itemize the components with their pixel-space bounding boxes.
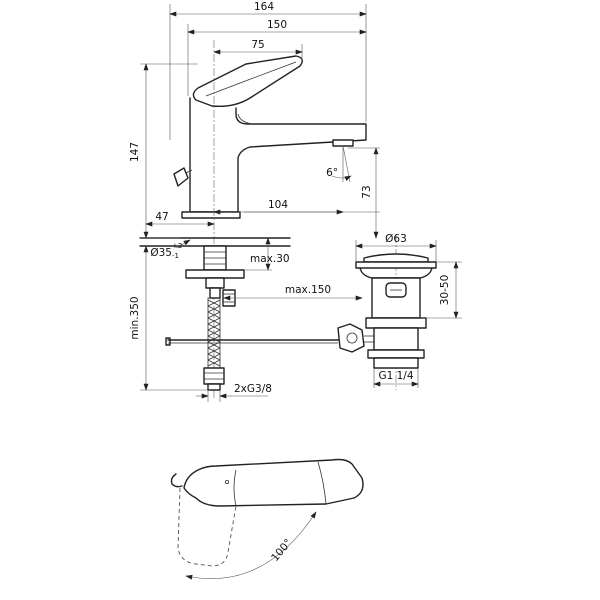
rod-knuckle	[337, 323, 365, 353]
aerator	[332, 139, 354, 147]
dim-label-104: 104	[268, 199, 288, 211]
fixing-nut	[205, 277, 225, 289]
dimensions: 164 150 75 147 6° 73 104 47 Ø35 +2	[129, 1, 462, 402]
lever-handle	[192, 55, 303, 108]
dim-label-164: 164	[254, 1, 274, 13]
dim-label-75: 75	[251, 39, 264, 51]
dim-label-hose-thread: 2xG3/8	[234, 383, 272, 395]
dim-label-30-50: 30-50	[439, 275, 451, 306]
tap-base	[181, 211, 241, 219]
dim-label-hole-dia: Ø35	[150, 247, 172, 259]
dim-label-min350: min.350	[129, 296, 141, 339]
body-inner-line	[237, 113, 253, 125]
dim-label-hole-tol-minus: -1	[172, 252, 179, 260]
dim-label-waste-thread: G1 1/4	[378, 370, 413, 382]
rotated-lever-outline	[177, 487, 237, 567]
dim-label-6deg: 6°	[326, 167, 338, 179]
mounting-assembly	[139, 237, 291, 307]
dim-label-100deg: 100°	[269, 537, 294, 564]
hose-end-nut	[203, 367, 225, 385]
dim-label-73: 73	[361, 185, 373, 198]
pop-up-rod	[165, 337, 339, 346]
fixing-plate	[185, 269, 245, 279]
lever-top-view	[183, 458, 364, 507]
dim-label-47: 47	[155, 211, 168, 223]
lever-knob-top	[170, 473, 183, 488]
dim-label-150: 150	[267, 19, 287, 31]
dim-label-147: 147	[129, 142, 141, 162]
dim-label-max30: max.30	[250, 253, 290, 265]
waste-plug	[363, 253, 429, 263]
flexible-hose	[203, 297, 225, 391]
lever-detail	[205, 61, 297, 97]
pop-up-knob	[173, 167, 189, 187]
lever-rotation-view: 100°	[170, 458, 364, 580]
pop-up-waste	[337, 253, 437, 369]
dim-label-hole-tol-plus: +2	[172, 242, 182, 250]
waste-flange	[355, 261, 437, 269]
tap-side-view	[173, 55, 367, 219]
tap-body	[189, 97, 367, 213]
rotation-arc	[185, 511, 317, 580]
dim-label-max150: max.150	[285, 284, 331, 296]
dim-label-waste-dia: Ø63	[385, 233, 407, 245]
